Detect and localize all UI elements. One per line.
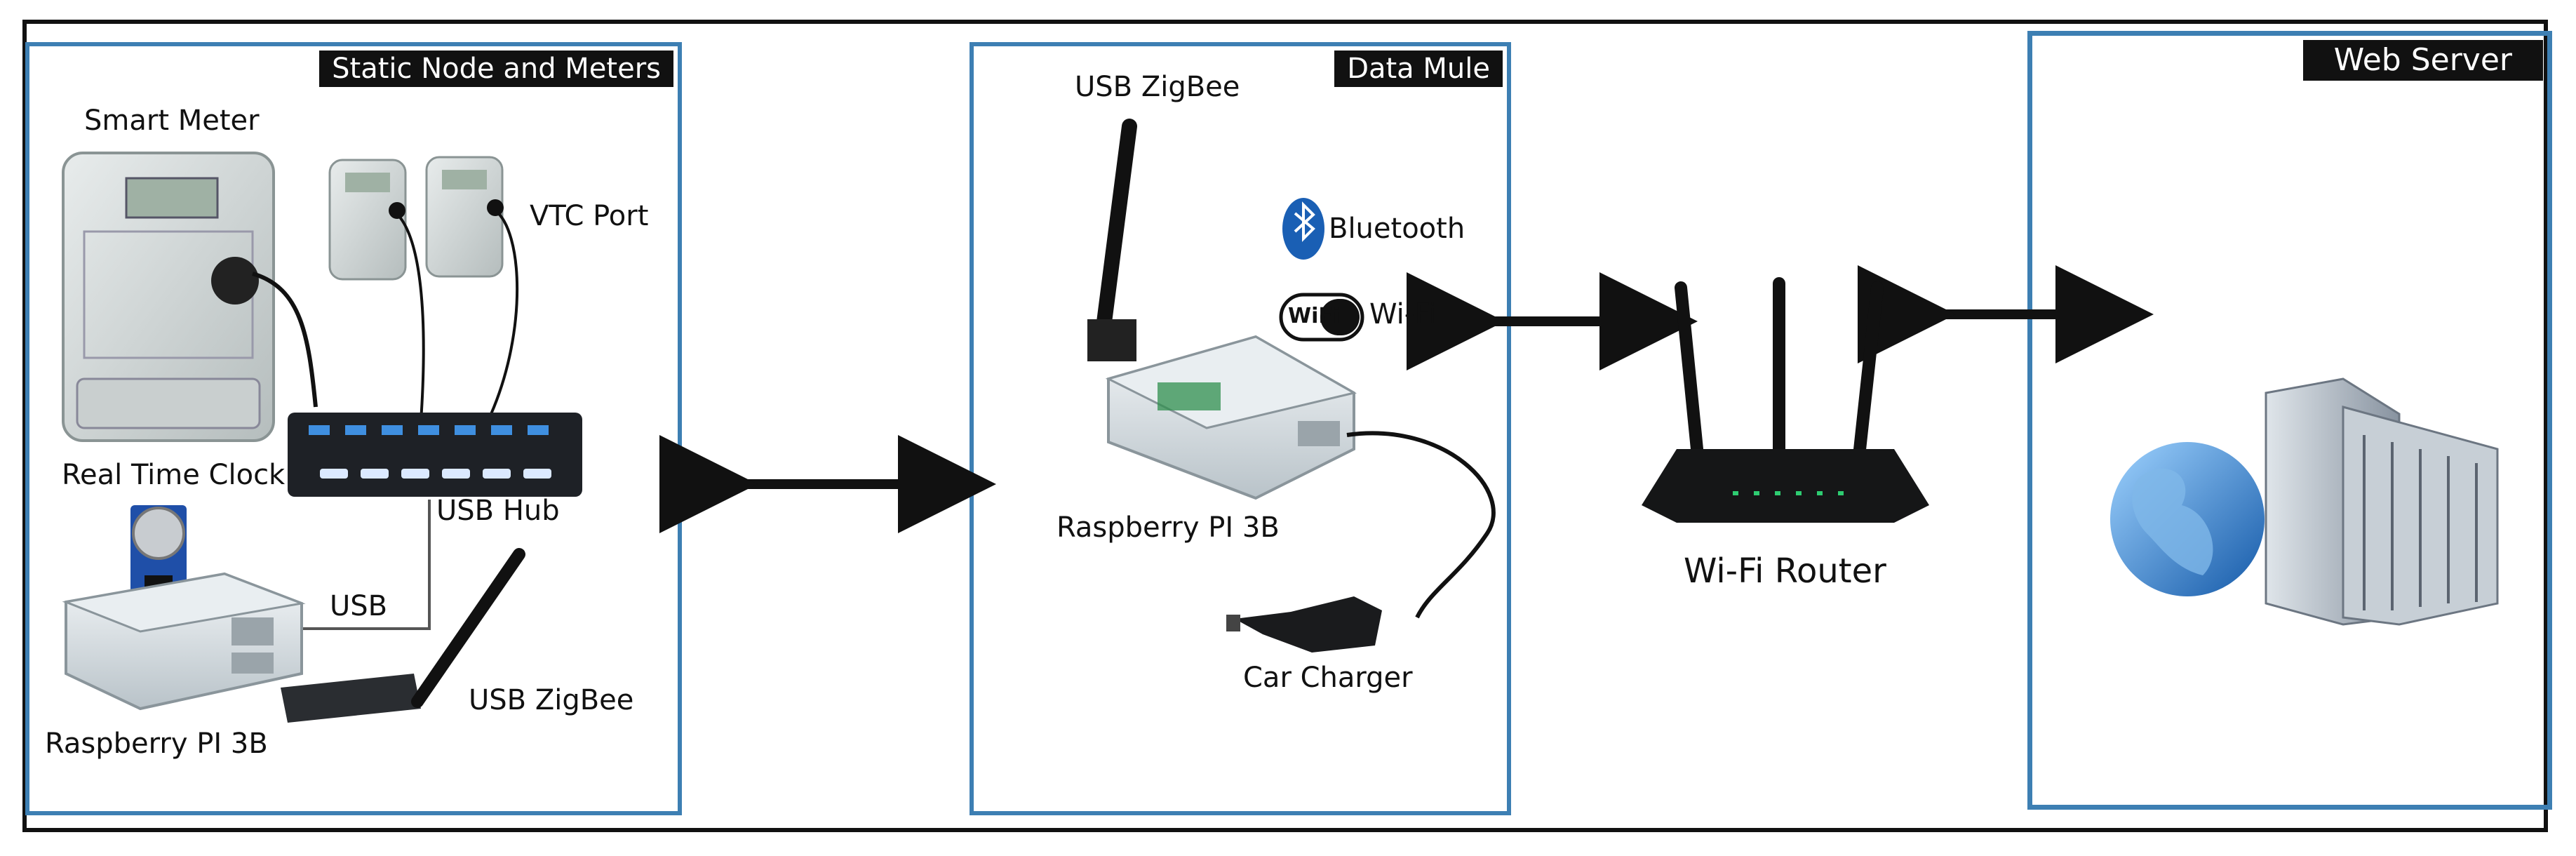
wifi-logo-text: WiFi — [1288, 304, 1341, 328]
data-mule-title: Data Mule — [1334, 51, 1503, 87]
label-smart-meter: Smart Meter — [84, 105, 260, 137]
label-usb-zigbee-static: USB ZigBee — [469, 684, 634, 716]
label-vtc-port: VTC Port — [530, 200, 649, 232]
label-bluetooth: Bluetooth — [1329, 213, 1465, 245]
label-usb: USB — [330, 590, 388, 622]
raspberry-pi-static-illustration — [62, 572, 306, 711]
label-wifi: Wi-Fi — [1369, 298, 1437, 330]
web-server-illustration — [2110, 377, 2499, 626]
small-meters-illustration — [328, 156, 519, 422]
usb-zigbee-static-illustration — [281, 548, 525, 723]
label-wifi-router: Wi-Fi Router — [1684, 551, 1886, 591]
web-server-panel: Web Server — [2027, 31, 2552, 810]
raspberry-pi-mule-illustration — [1105, 335, 1357, 500]
label-car-charger: Car Charger — [1243, 662, 1413, 694]
wifi-router-illustration — [1642, 277, 1929, 523]
label-real-time-clock: Real Time Clock — [62, 459, 286, 491]
static-node-panel: Static Node and Meters — [25, 42, 682, 815]
smart-meter-illustration — [62, 152, 318, 442]
label-raspberry-pi-static: Raspberry PI 3B — [45, 728, 268, 760]
label-raspberry-pi-mule: Raspberry PI 3B — [1056, 511, 1280, 544]
car-charger-illustration — [1226, 596, 1382, 653]
usb-zigbee-mule-illustration — [1087, 119, 1137, 361]
wifi-icon — [1279, 293, 1364, 342]
label-usb-hub: USB Hub — [436, 495, 560, 527]
static-node-title: Static Node and Meters — [319, 51, 673, 87]
bluetooth-icon — [1282, 198, 1324, 260]
outer-frame — [22, 20, 2548, 832]
data-mule-panel: Data Mule — [970, 42, 1511, 815]
usb-cable — [302, 500, 431, 630]
usb-hub-illustration — [288, 413, 582, 497]
charger-cable — [1346, 431, 1496, 619]
label-usb-zigbee-mule: USB ZigBee — [1075, 71, 1240, 103]
web-server-title: Web Server — [2302, 40, 2543, 81]
